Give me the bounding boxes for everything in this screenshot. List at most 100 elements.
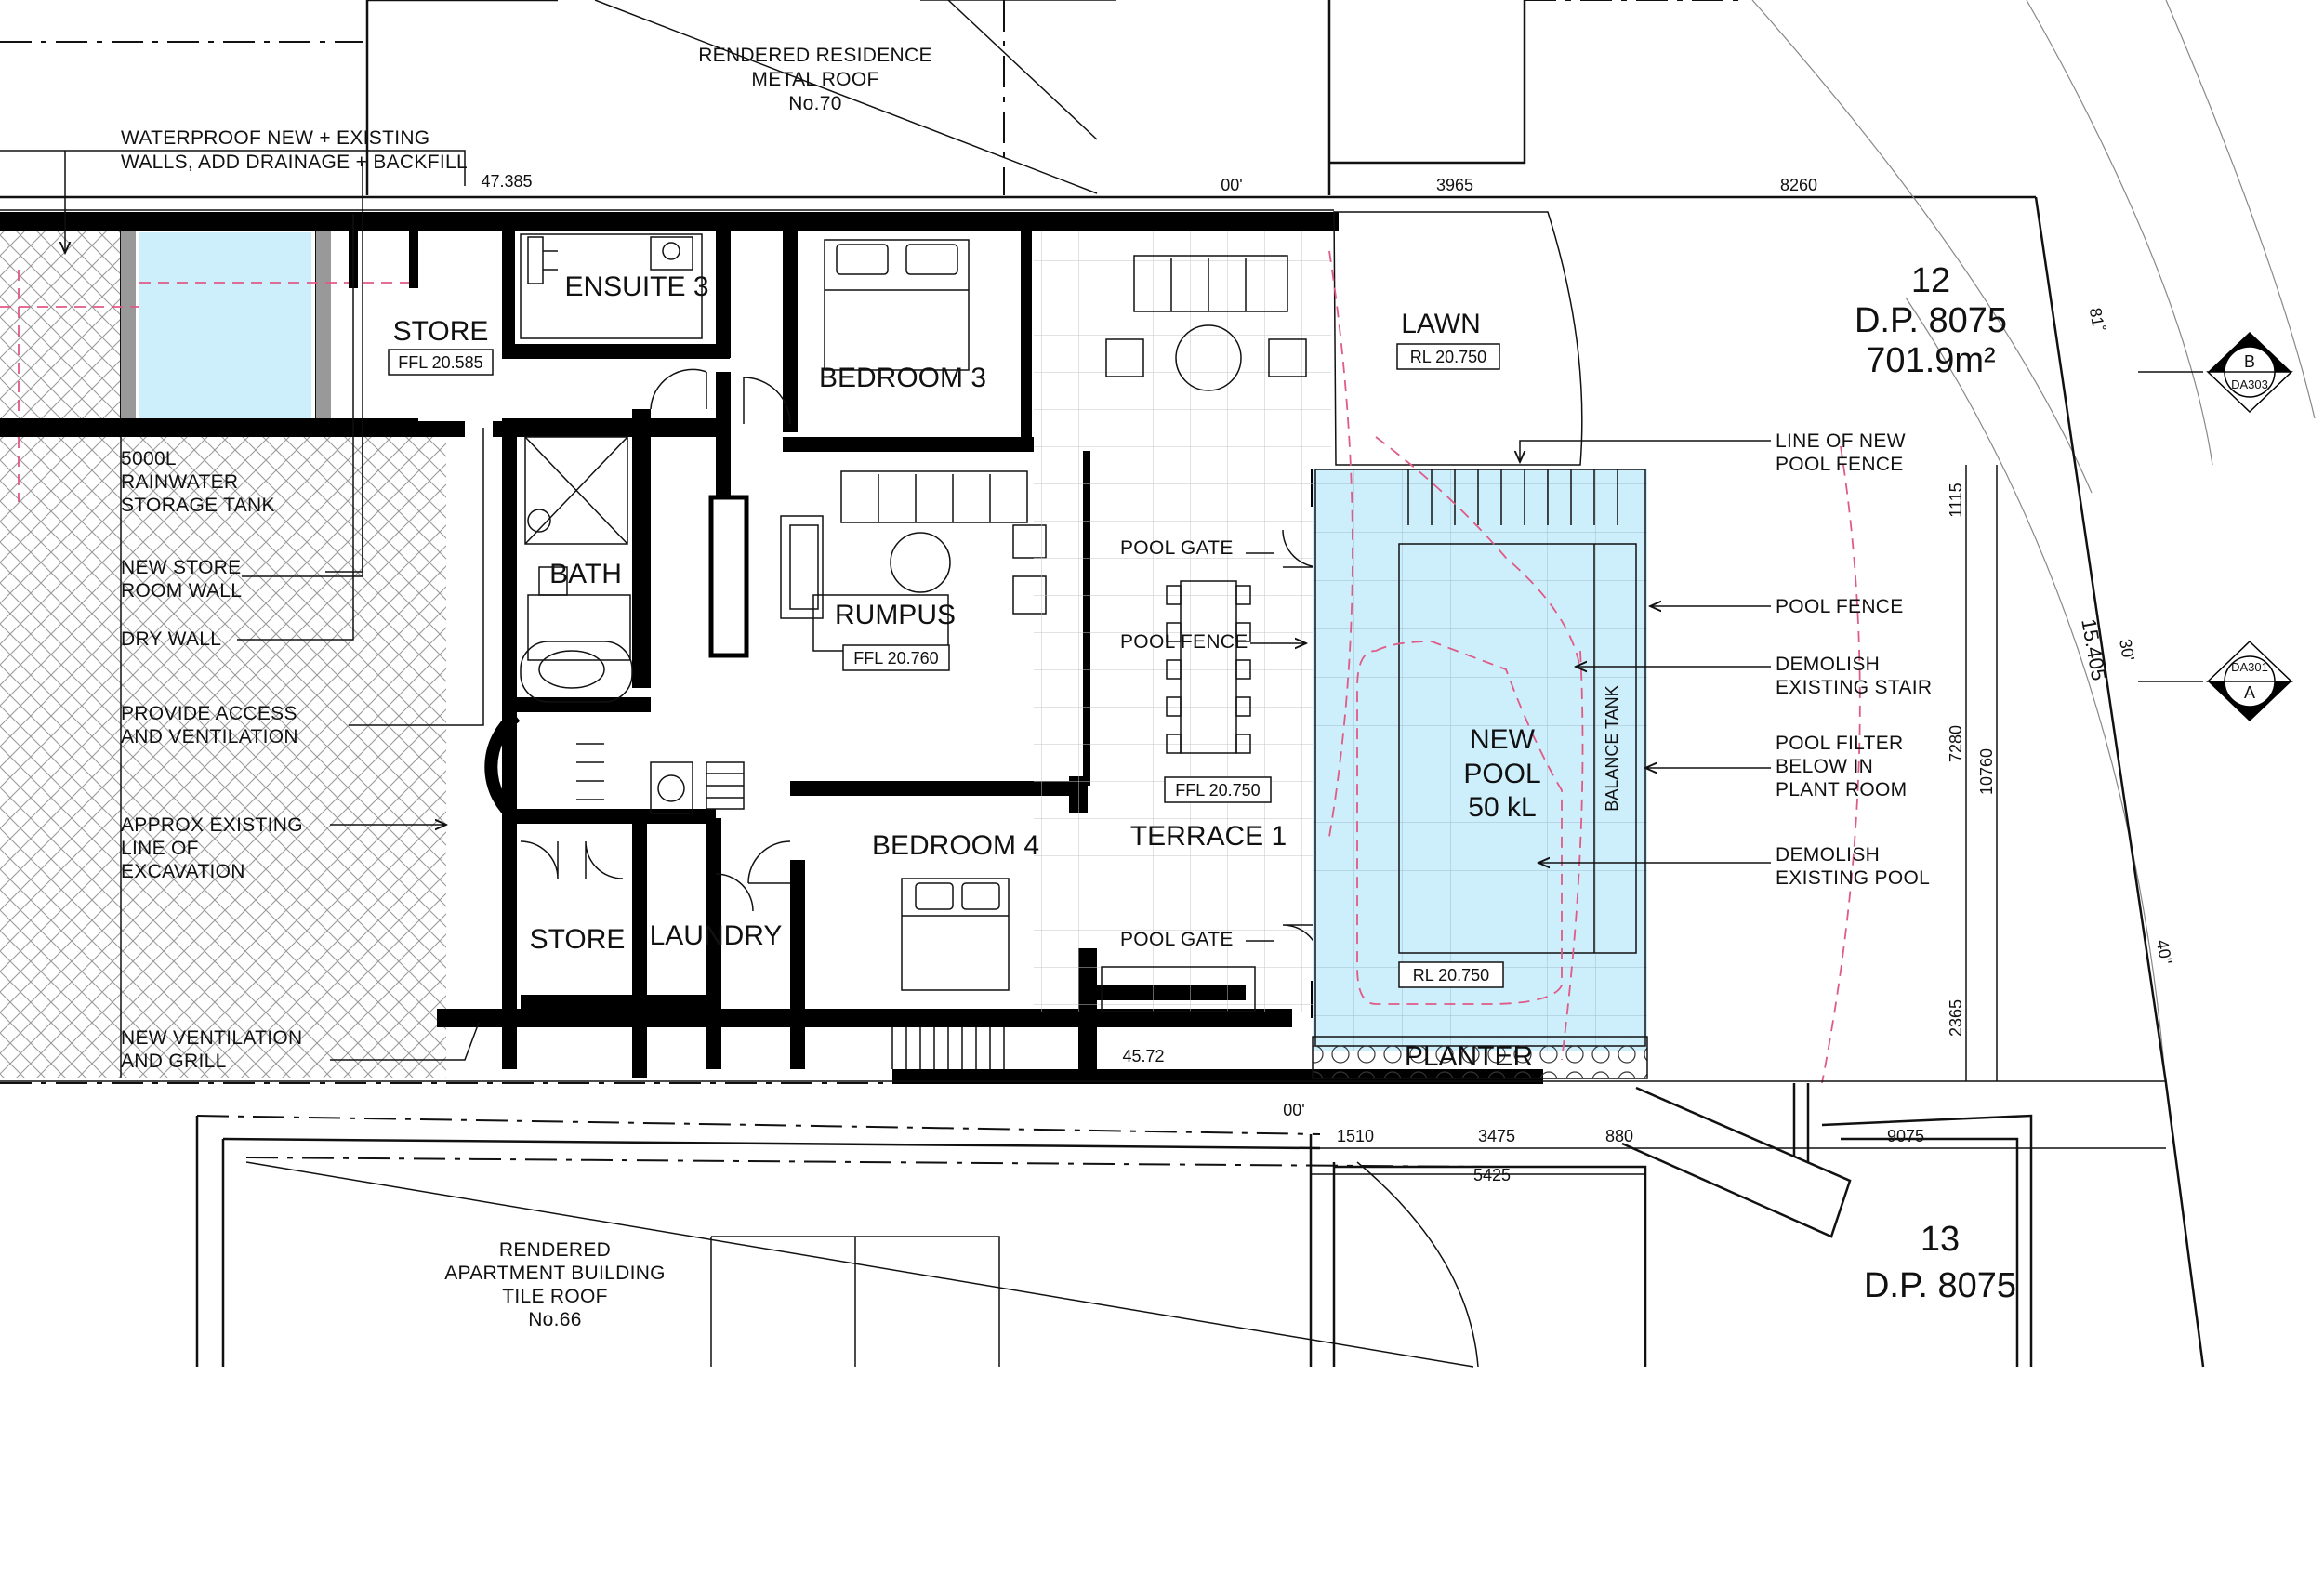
note-vent-1: NEW VENTILATION: [121, 1027, 302, 1049]
note-tank-1: 5000L: [121, 448, 177, 469]
section-marker-b: [2138, 332, 2293, 414]
room-new-pool-1: NEW: [1470, 724, 1536, 755]
note-waterproof-1: WATERPROOF NEW + EXISTING: [121, 127, 429, 149]
room-store-lower: STORE: [530, 924, 626, 955]
dim-2365: 2365: [1947, 999, 1965, 1037]
dim-3475: 3475: [1478, 1127, 1515, 1145]
bearing-40: 40": [2153, 938, 2175, 965]
dim-5425: 5425: [1473, 1166, 1511, 1184]
lot12-area: 701.9m²: [1866, 341, 1995, 380]
room-terrace1: TERRACE 1: [1130, 821, 1287, 852]
neighbour-north-line1: RENDERED RESIDENCE: [698, 45, 932, 66]
dim-boundary-bottom: 45.72: [1122, 1047, 1164, 1065]
section-a-sheet: DA301: [2231, 660, 2268, 674]
pool-area: [1312, 469, 1648, 1079]
spiral-stair: [484, 710, 745, 824]
note-pool-fence-mid: POOL FENCE: [1120, 631, 1248, 653]
note-tank-2: RAINWATER: [121, 471, 238, 493]
rumpus-furniture: [708, 470, 1047, 658]
note-filter-1: POOL FILTER: [1776, 733, 1904, 754]
entry-steps: [891, 1027, 1005, 1069]
dim-10760: 10760: [1977, 748, 1996, 795]
note-storewall-1: NEW STORE: [121, 557, 242, 578]
note-line-fence-2: POOL FENCE: [1776, 454, 1904, 475]
note-demolish-stair-1: DEMOLISH: [1776, 654, 1880, 675]
note-pool-fence-right: POOL FENCE: [1776, 596, 1904, 617]
left-leaders: [0, 150, 484, 1061]
neighbour-north-line2: METAL ROOF: [751, 69, 878, 90]
boundary-line-right-lower: [2164, 1082, 2205, 1368]
neighbour-south-line2: APARTMENT BUILDING: [444, 1263, 666, 1284]
room-store-upper: STORE: [393, 316, 489, 347]
note-demolish-pool-2: EXISTING POOL: [1776, 867, 1930, 889]
level-store: FFL 20.585: [398, 353, 482, 372]
room-planter: PLANTER: [1405, 1041, 1533, 1072]
bearing-81: 81˚: [2086, 306, 2108, 333]
bearing-30: 30': [2116, 638, 2138, 663]
neighbour-north-line3: No.70: [788, 93, 842, 114]
section-marker-a: [2138, 640, 2293, 721]
room-bedroom4: BEDROOM 4: [872, 830, 1039, 861]
note-vent-2: AND GRILL: [121, 1051, 227, 1072]
level-terrace: FFL 20.750: [1175, 781, 1260, 800]
bearing-bottom: 00': [1283, 1101, 1304, 1119]
note-line-fence-1: LINE OF NEW: [1776, 430, 1906, 452]
right-dimension-lines: [1965, 465, 1998, 1081]
section-b-sheet: DA303: [2231, 377, 2268, 391]
lot12-dp: D.P. 8075: [1855, 301, 2007, 340]
room-bath: BATH: [549, 559, 622, 589]
lot13-dp: D.P. 8075: [1864, 1266, 2016, 1305]
bottom-dimension-lines: [1311, 1147, 2166, 1175]
dim-7280: 7280: [1947, 725, 1965, 762]
note-waterproof-2: WALLS, ADD DRAINAGE + BACKFILL: [121, 152, 468, 173]
room-rumpus: RUMPUS: [835, 600, 956, 630]
bath-fixtures: [520, 436, 633, 703]
level-rumpus: FFL 20.760: [853, 649, 938, 668]
note-filter-2: BELOW IN: [1776, 756, 1873, 777]
dim-9075: 9075: [1887, 1127, 1924, 1145]
note-demolish-stair-2: EXISTING STAIR: [1776, 677, 1932, 698]
note-excav-1: APPROX EXISTING: [121, 814, 303, 836]
excavation-hatch-upper: [0, 214, 121, 1078]
bed-bedroom3: [824, 239, 970, 371]
terrace-furniture: [1101, 255, 1307, 1012]
dim-boundary-top: 47.385: [481, 172, 532, 191]
room-bedroom3: BEDROOM 3: [819, 363, 986, 393]
dim-8260: 8260: [1780, 176, 1817, 194]
note-excav-2: LINE OF: [121, 838, 199, 859]
ensuite-fixtures: [520, 233, 703, 339]
existing-pool-outline: [1328, 250, 1861, 1084]
note-access-1: PROVIDE ACCESS: [121, 703, 297, 724]
door-swings: [520, 368, 1321, 963]
lot12-number: 12: [1911, 261, 1950, 300]
note-excav-3: EXCAVATION: [121, 861, 245, 882]
bearing-top: 00': [1221, 176, 1242, 194]
neighbour-south-building: [195, 1083, 2033, 1368]
dim-3965: 3965: [1436, 176, 1473, 194]
note-storewall-2: ROOM WALL: [121, 580, 242, 602]
dim-1115: 1115: [1947, 483, 1965, 517]
section-a-letter: A: [2244, 683, 2255, 702]
room-ensuite3: ENSUITE 3: [564, 271, 708, 302]
room-balance-tank: BALANCE TANK: [1603, 685, 1621, 811]
note-filter-3: PLANT ROOM: [1776, 779, 1907, 800]
dim-1510: 1510: [1337, 1127, 1374, 1145]
excavation-hatch-lower: [121, 437, 446, 1078]
level-pool: RL 20.750: [1413, 966, 1489, 985]
note-pool-gate-bottom: POOL GATE: [1120, 929, 1234, 950]
walls: [0, 212, 1543, 1084]
lot13-number: 13: [1921, 1220, 1960, 1259]
neighbour-north-building: [0, 0, 1738, 195]
right-leaders: [1520, 440, 1771, 863]
neighbour-south-line1: RENDERED: [499, 1239, 611, 1261]
room-laundry: LAUNDRY: [650, 920, 783, 951]
room-new-pool-3: 50 kL: [1468, 792, 1536, 823]
lawn-area: [1333, 211, 1583, 466]
note-access-2: AND VENTILATION: [121, 726, 298, 747]
room-new-pool-2: POOL: [1463, 759, 1540, 789]
section-b-letter: B: [2244, 352, 2255, 371]
dim-15405: 15.405: [2077, 616, 2110, 682]
neighbour-south-line4: No.66: [528, 1309, 582, 1330]
room-lawn: LAWN: [1401, 309, 1481, 339]
